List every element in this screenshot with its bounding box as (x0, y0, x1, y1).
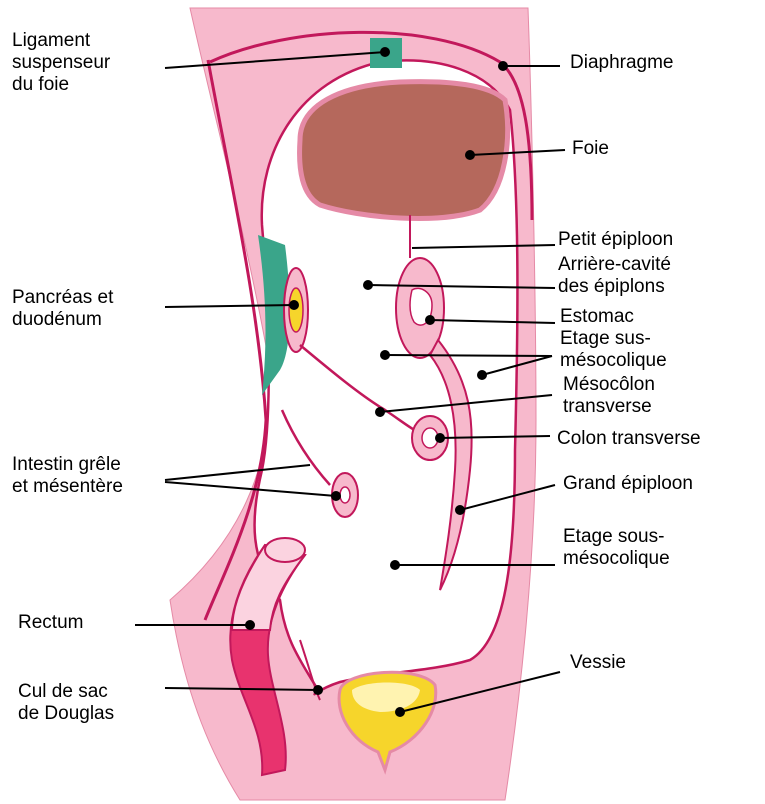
label-estomac: Estomac (560, 306, 634, 327)
label-estomac-1: Estomac (560, 306, 634, 327)
label-etage-sus: Etage sus- mésocolique (560, 328, 667, 371)
dot-grand-epiploon (455, 505, 465, 515)
label-arriere-cavite-2: des épiplons (558, 276, 665, 297)
label-etage-sous: Etage sous- mésocolique (563, 526, 670, 569)
dot-etage-sous (390, 560, 400, 570)
dot-mesocolon (375, 407, 385, 417)
dot-etage-sus-a (380, 350, 390, 360)
label-mesocolon-2: transverse (563, 396, 652, 417)
label-vessie-1: Vessie (570, 652, 626, 673)
label-intestin-2: et mésentère (12, 476, 123, 497)
small-intestine-lumen (340, 487, 350, 503)
label-pancreas-2: duodénum (12, 309, 102, 330)
label-etage-sous-1: Etage sous- (563, 526, 664, 547)
label-intestin: Intestin grêle et mésentère (12, 454, 126, 497)
label-ligament-2: suspenseur (12, 52, 111, 73)
label-mesocolon-1: Mésocôlon (563, 374, 655, 395)
dot-diaphragme (498, 61, 508, 71)
label-douglas-1: Cul de sac (18, 681, 108, 702)
label-intestin-1: Intestin grêle (12, 454, 121, 475)
dot-arriere-cavite (363, 280, 373, 290)
label-pancreas-1: Pancréas et (12, 287, 114, 308)
label-ligament-1: Ligament (12, 30, 91, 51)
liver-shape (300, 82, 508, 219)
duodenum-yellow (289, 288, 303, 332)
dot-colon (435, 433, 445, 443)
label-rectum-1: Rectum (18, 612, 83, 633)
label-vessie: Vessie (570, 652, 626, 673)
label-rectum: Rectum (18, 612, 83, 633)
label-colon-1: Colon transverse (557, 428, 701, 449)
label-douglas: Cul de sac de Douglas (18, 681, 114, 724)
label-petit-epiploon: Petit épiploon (558, 229, 673, 250)
label-grand-epiploon-1: Grand épiploon (563, 473, 693, 494)
label-arriere-cavite-1: Arrière-cavité (558, 254, 671, 275)
label-colon: Colon transverse (557, 428, 701, 449)
label-douglas-2: de Douglas (18, 703, 114, 724)
dot-vessie (395, 707, 405, 717)
label-arriere-cavite: Arrière-cavité des épiplons (558, 254, 676, 297)
label-ligament: Ligament suspenseur du foie (12, 30, 116, 95)
dot-estomac (425, 315, 435, 325)
label-etage-sous-2: mésocolique (563, 548, 670, 569)
label-pancreas: Pancréas et duodénum (12, 287, 119, 330)
label-mesocolon: Mésocôlon transverse (563, 374, 660, 417)
label-diaphragme: Diaphragme (570, 52, 674, 73)
label-foie: Foie (572, 138, 609, 159)
dot-foie (465, 150, 475, 160)
label-petit-epiploon-1: Petit épiploon (558, 229, 673, 250)
dot-douglas (313, 685, 323, 695)
label-ligament-3: du foie (12, 74, 69, 95)
rectum-opening (265, 538, 305, 562)
leader-etage-sus-a (385, 355, 552, 356)
dot-ligament (380, 47, 390, 57)
dot-pancreas (289, 300, 299, 310)
label-foie-1: Foie (572, 138, 609, 159)
label-etage-sus-1: Etage sus- (560, 328, 651, 349)
label-diaphragme-1: Diaphragme (570, 52, 674, 73)
label-etage-sus-2: mésocolique (560, 350, 667, 371)
dot-rectum (245, 620, 255, 630)
label-grand-epiploon: Grand épiploon (563, 473, 693, 494)
dot-etage-sus-b (477, 370, 487, 380)
dot-intestin (331, 491, 341, 501)
